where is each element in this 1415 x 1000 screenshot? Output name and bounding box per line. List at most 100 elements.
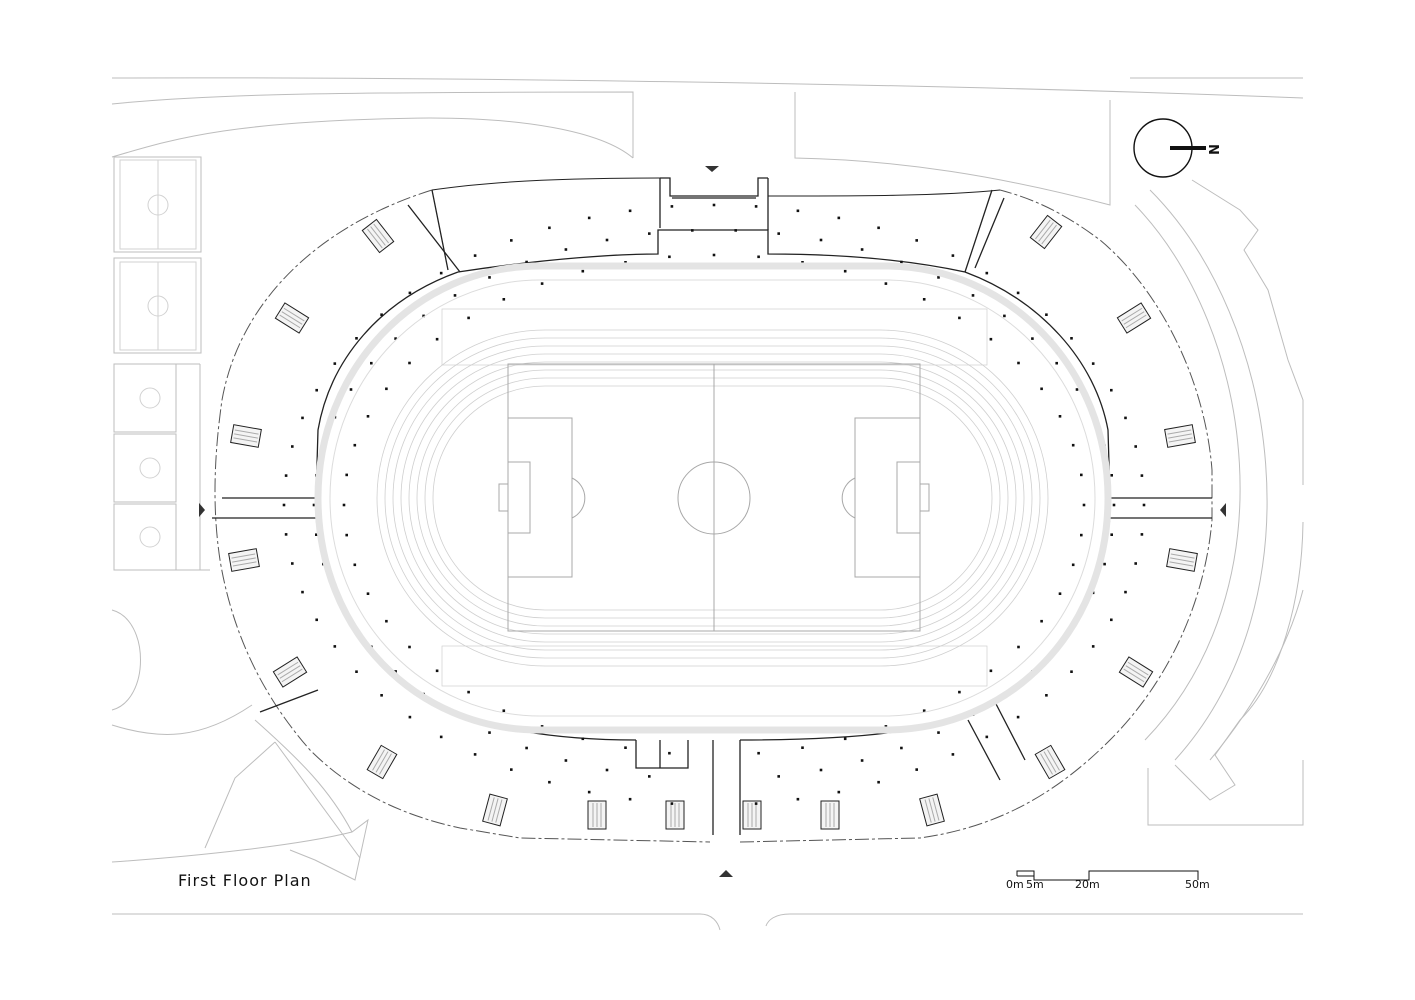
column — [349, 388, 353, 391]
site-context — [111, 77, 1304, 931]
column — [1082, 503, 1086, 507]
column — [648, 232, 651, 235]
basketball-court-1 — [113, 363, 177, 433]
column — [877, 226, 880, 230]
scale-label-0m: 0m — [1006, 878, 1024, 891]
column — [467, 316, 470, 320]
column — [757, 255, 760, 259]
column — [860, 248, 864, 251]
column — [353, 443, 357, 447]
column — [1016, 291, 1020, 295]
column — [1112, 503, 1116, 507]
column — [777, 775, 780, 778]
track-lane-line — [384, 337, 1041, 659]
column — [1080, 533, 1083, 537]
inner-ring-north — [457, 229, 966, 273]
column — [628, 209, 632, 213]
right-site-arc-outer — [1149, 189, 1268, 761]
column — [734, 229, 737, 232]
column — [837, 216, 841, 220]
top-road-edge-inner — [111, 91, 634, 158]
penalty-box-right — [854, 417, 921, 578]
column — [1075, 388, 1079, 391]
column — [1058, 415, 1062, 418]
south-entrance-arrow — [719, 870, 733, 877]
diagonal-path-1 — [254, 719, 353, 833]
column — [408, 715, 412, 719]
column — [1017, 645, 1020, 649]
track-lane-line — [376, 329, 1049, 667]
column — [1140, 533, 1144, 536]
column — [922, 298, 926, 301]
stair-core — [1166, 548, 1198, 572]
column — [301, 590, 304, 594]
column — [668, 255, 671, 259]
diagonal-path-2 — [111, 704, 253, 736]
stair-core — [587, 800, 607, 830]
column — [971, 294, 975, 297]
column — [884, 725, 888, 728]
column — [670, 802, 674, 805]
basketball-court-2 — [113, 433, 177, 503]
column — [1103, 562, 1106, 566]
column — [291, 562, 294, 565]
stair-core — [230, 424, 262, 448]
column — [1058, 592, 1062, 595]
radial-wall-nw-1 — [407, 204, 461, 273]
stair-core — [1034, 744, 1066, 780]
column — [502, 709, 506, 712]
goal-left — [498, 483, 509, 512]
bottom-road-edge — [112, 913, 721, 931]
column — [548, 226, 551, 230]
column — [1040, 387, 1043, 391]
bottom-right-block — [1147, 760, 1304, 826]
left-roundabout — [111, 609, 141, 711]
column — [1110, 618, 1113, 622]
column — [439, 271, 443, 275]
column — [510, 768, 513, 771]
column — [394, 337, 397, 340]
column — [837, 790, 841, 794]
football-court-2 — [113, 257, 202, 354]
stair-core — [919, 793, 945, 827]
column — [712, 253, 716, 257]
column — [1070, 670, 1073, 673]
column — [380, 313, 383, 316]
column — [668, 751, 671, 755]
outer-top-west — [431, 177, 661, 191]
column — [670, 205, 674, 208]
stair-core — [274, 302, 310, 334]
basketball-court-3 — [113, 503, 177, 571]
column — [1110, 388, 1113, 392]
column — [587, 216, 591, 220]
inner-ring-se — [739, 517, 1111, 741]
stair-core — [1116, 302, 1152, 334]
column — [843, 269, 847, 273]
column — [581, 269, 585, 273]
column — [985, 271, 989, 275]
column — [355, 337, 358, 340]
column — [1045, 313, 1048, 316]
column — [422, 314, 425, 318]
north-gate — [659, 177, 769, 230]
inner-ring-east — [964, 271, 1111, 499]
column — [900, 746, 903, 750]
column — [691, 229, 694, 232]
radial-wall-sw — [259, 689, 319, 713]
column — [1040, 619, 1043, 623]
scale-label-5m: 5m — [1026, 878, 1044, 891]
goal-box-left — [507, 461, 531, 534]
column — [915, 239, 918, 242]
column — [342, 503, 346, 507]
column — [648, 775, 651, 778]
stair-core — [820, 800, 840, 830]
bottom-road-left — [111, 818, 369, 881]
column — [951, 254, 955, 257]
football-court-1 — [113, 156, 202, 253]
column — [757, 751, 760, 755]
column — [1016, 715, 1020, 719]
column — [1134, 445, 1137, 448]
column — [333, 645, 337, 648]
radial-wall-se-1 — [967, 719, 1001, 781]
